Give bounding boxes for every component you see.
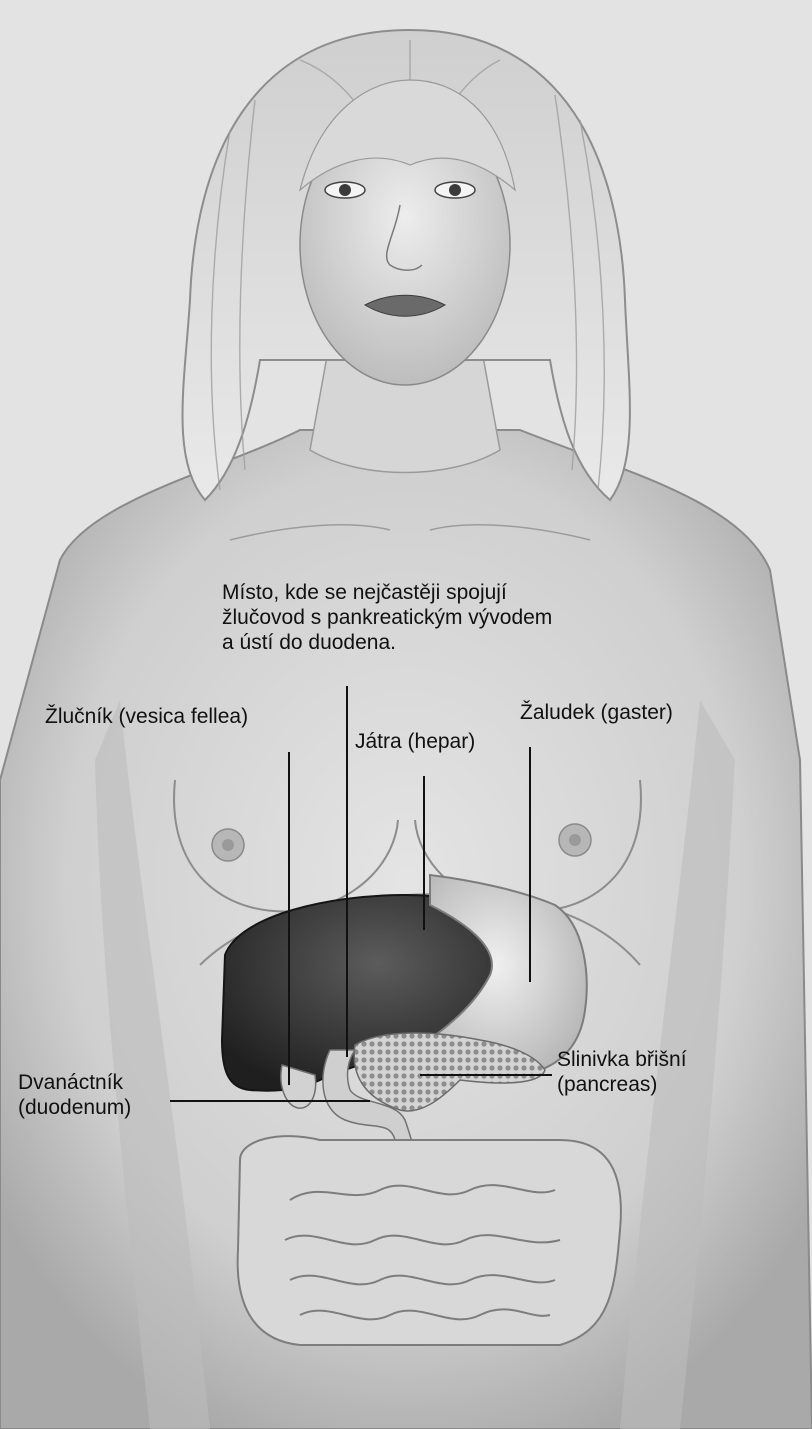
pancreas-label: Slinivka břišní (pancreas) [557, 1047, 687, 1097]
liver-label: Játra (hepar) [355, 729, 475, 754]
intestines [238, 1136, 621, 1345]
pancreas-label-line-1: Slinivka břišní [557, 1047, 687, 1072]
junction-label-line-2: žlučovod s pankreatickým vývodem [222, 605, 552, 630]
junction-label-line-3: a ústí do duodena. [222, 630, 552, 655]
duodenum-label-line-2: (duodenum) [18, 1095, 131, 1120]
duodenum-label-line-1: Dvanáctník [18, 1070, 131, 1095]
stomach-label: Žaludek (gaster) [520, 700, 673, 725]
pancreas-label-line-2: (pancreas) [557, 1072, 687, 1097]
duodenum-label: Dvanáctník (duodenum) [18, 1070, 131, 1120]
junction-label-line-1: Místo, kde se nejčastěji spojují [222, 580, 552, 605]
gallbladder-label: Žlučník (vesica fellea) [45, 704, 248, 729]
junction-label: Místo, kde se nejčastěji spojují žlučovo… [222, 580, 552, 655]
